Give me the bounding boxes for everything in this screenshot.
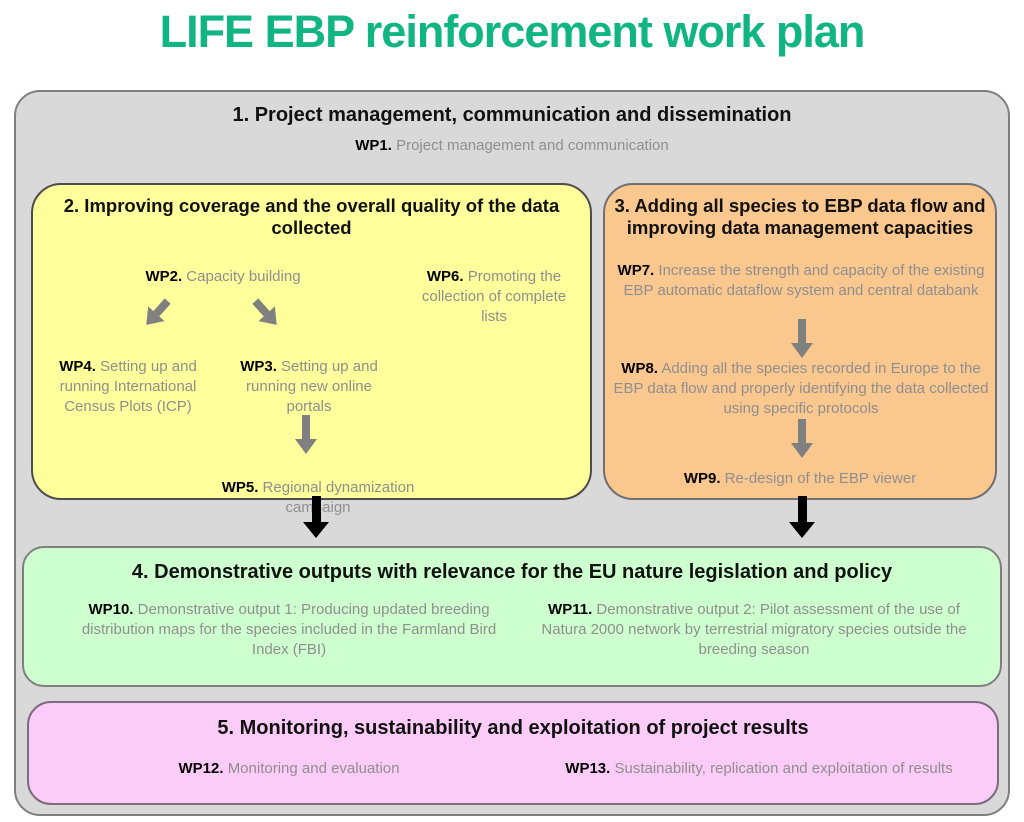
wp13-label: WP13. [565,760,611,777]
wp3-label: WP3. [240,358,277,375]
down-arrow-icon [789,496,815,538]
wp4-text: Setting up and running International Cen… [59,358,197,415]
wp8-label: WP8. [621,360,658,377]
wp1-text: Project management and communication [396,137,669,154]
wp12-text: Monitoring and evaluation [227,760,400,777]
wp9-label: WP9. [683,470,721,487]
wp6-label: WP6. [426,268,464,285]
down-arrow-icon [295,415,317,454]
section-1-heading: 1. Project management, communication and… [232,104,792,126]
down-arrow-icon [791,419,813,458]
wp5-text: Regional dynamization campaign [262,479,415,516]
section-2-heading: 2. Improving coverage and the overall qu… [63,195,560,239]
wp8-item: WP8. Adding all the species recorded in … [606,359,996,419]
wp9-item: WP9. Re-design of the EBP viewer [605,469,995,489]
down-right-arrow-icon [247,294,285,333]
wp11-label: WP11. [548,601,593,618]
wp10-label: WP10. [88,601,134,618]
wp13-text: Sustainability, replication and exploita… [614,760,953,777]
wp2-text: Capacity building [186,268,301,285]
wp7-label: WP7. [617,262,655,279]
down-arrow-icon [791,319,813,358]
wp11-item: WP11. Demonstrative output 2: Pilot asse… [529,600,979,660]
wp9-text: Re-design of the EBP viewer [724,470,917,487]
wp5-label: WP5. [221,479,259,496]
section-5-box: 5. Monitoring, sustainability and exploi… [27,701,999,805]
wp3-item: WP3. Setting up and running new online p… [225,357,393,417]
wp4-item: WP4. Setting up and running Internationa… [48,357,208,417]
wp3-text: Setting up and running new online portal… [246,358,378,415]
wp6-item: WP6. Promoting the collection of complet… [408,267,580,327]
section-4-box: 4. Demonstrative outputs with relevance … [22,546,1002,687]
wp5-item: WP5. Regional dynamization campaign [198,478,438,518]
wp1-item: WP1. Project management and communicatio… [16,136,1008,156]
wp12-label: WP12. [178,760,224,777]
wp6-text: Promoting the collection of complete lis… [421,268,567,325]
wp4-label: WP4. [59,358,96,375]
wp2-label: WP2. [145,268,183,285]
section-3-box: 3. Adding all species to EBP data flow a… [603,183,997,500]
down-arrow-icon [303,496,329,538]
wp7-item: WP7. Increase the strength and capacity … [617,261,985,301]
wp12-item: WP12. Monitoring and evaluation [89,759,489,779]
section-4-heading: 4. Demonstrative outputs with relevance … [131,561,893,583]
wp7-text: Increase the strength and capacity of th… [623,262,985,299]
section-5-heading: 5. Monitoring, sustainability and exploi… [217,717,809,739]
wp8-text: Adding all the species recorded in Europ… [613,360,989,417]
down-left-arrow-icon [138,294,176,333]
section-2-box: 2. Improving coverage and the overall qu… [31,183,592,516]
section-3-heading: 3. Adding all species to EBP data flow a… [614,195,986,239]
wp10-item: WP10. Demonstrative output 1: Producing … [79,600,499,660]
wp2-item: WP2. Capacity building [103,267,343,287]
page-title: LIFE EBP reinforcement work plan [159,6,866,57]
wp1-label: WP1. [355,137,392,154]
section-1-container: 1. Project management, communication and… [14,90,1010,816]
wp11-text: Demonstrative output 2: Pilot assessment… [541,601,967,658]
wp13-item: WP13. Sustainability, replication and ex… [529,759,989,779]
wp10-text: Demonstrative output 1: Producing update… [81,601,497,658]
